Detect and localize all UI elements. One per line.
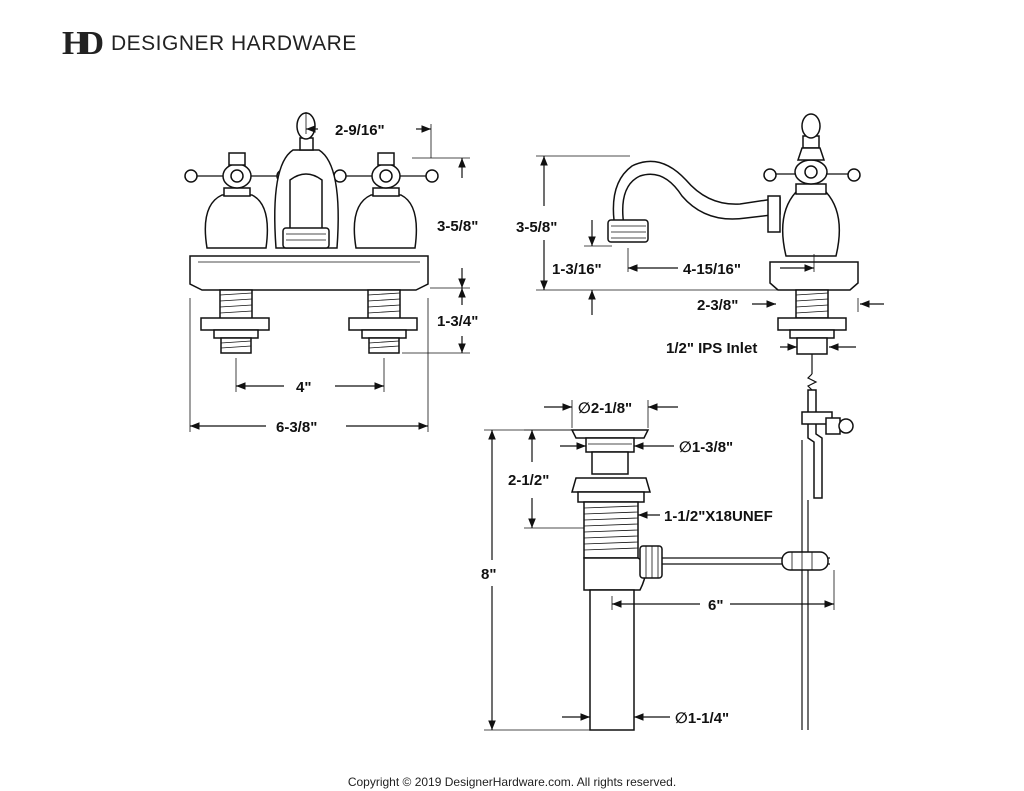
dim-drain-flange-dia: ∅2-1/8" (578, 400, 632, 417)
copyright-footer: Copyright © 2019 DesignerHardware.com. A… (347, 775, 677, 789)
dim-front-spout-offset: 2-9/16" (335, 122, 385, 139)
dim-front-height: 3-5/8" (437, 218, 478, 235)
side-view-dimensions: 3-5/8" 1-3/16" 4-15/16" 2-3/8" 1/2" IPS … (516, 155, 884, 357)
dim-drain-thread: 1-1/2"X18UNEF (664, 508, 773, 525)
dim-front-shank: 1-3/4" (437, 313, 478, 330)
front-view-faucet (184, 112, 439, 354)
dim-drain-body-height: 2-1/2" (508, 472, 549, 489)
dim-side-inlet: 1/2" IPS Inlet (666, 340, 757, 357)
dim-side-height: 3-5/8" (516, 219, 557, 236)
side-view-faucet (607, 113, 861, 730)
dim-side-spout-reach: 4-15/16" (683, 261, 741, 278)
brand-name: DESIGNER HARDWARE (111, 32, 357, 55)
dim-side-spout-clearance: 1-3/16" (552, 261, 602, 278)
dim-front-overall-width: 6-3/8" (276, 419, 317, 436)
dim-side-handle-depth: 2-3/8" (697, 297, 738, 314)
dim-drain-rod-length: 6" (708, 597, 723, 614)
dim-drain-stopper-dia: ∅1-3/8" (679, 439, 733, 456)
header: HD DESIGNER HARDWARE (62, 26, 357, 62)
drain-assembly (570, 429, 830, 731)
drain-dimensions: ∅2-1/8" ∅1-3/8" 2-1/2" 1-1/2"X18UNEF 8" … (481, 400, 835, 731)
front-view-dimensions: 2-9/16" 3-5/8" 1-3/4" 4" 6-3/8" (189, 112, 478, 436)
dim-drain-overall-height: 8" (481, 566, 496, 583)
dim-front-spread: 4" (296, 379, 311, 396)
dim-drain-tail-dia: ∅1-1/4" (675, 710, 729, 727)
